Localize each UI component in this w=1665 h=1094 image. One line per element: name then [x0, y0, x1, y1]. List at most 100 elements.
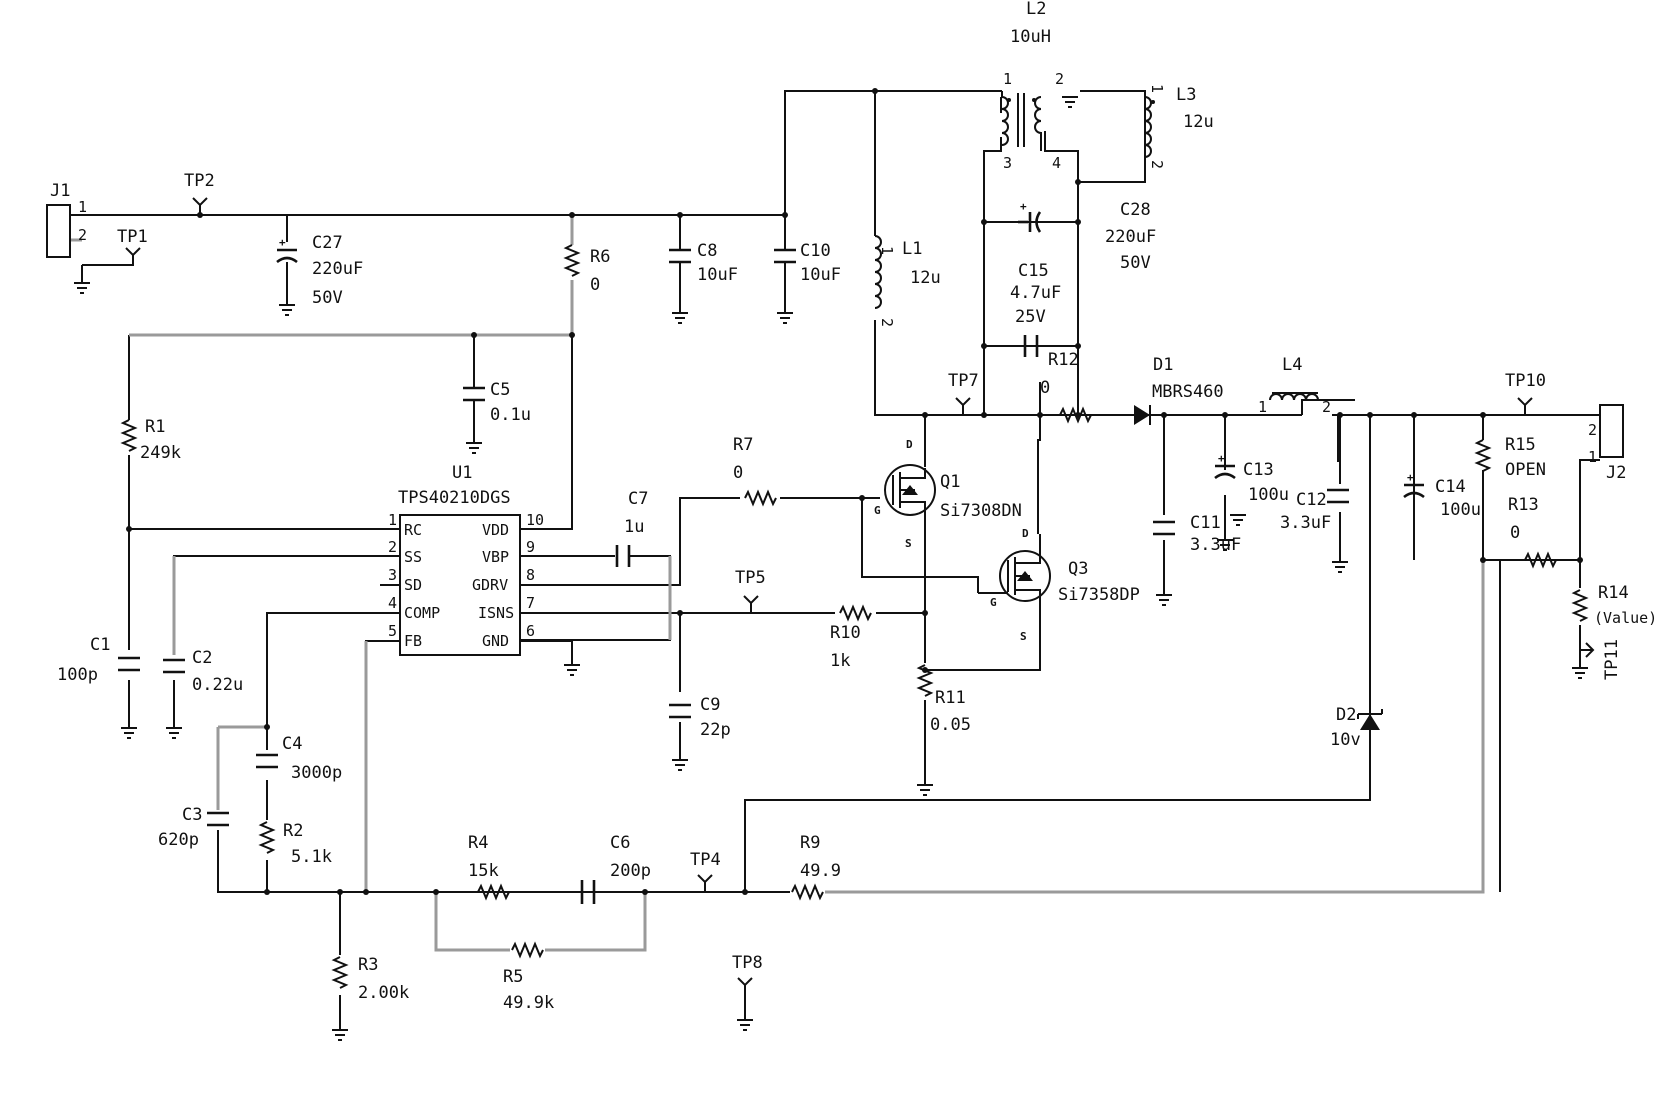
zener-diode-d2[interactable]: D2 10v [1330, 705, 1383, 750]
svg-text:R7: R7 [733, 435, 753, 455]
svg-text:GND: GND [482, 632, 509, 650]
svg-text:50V: 50V [312, 288, 343, 308]
svg-text:R11: R11 [935, 688, 966, 708]
svg-text:1k: 1k [830, 651, 850, 671]
svg-text:G: G [990, 596, 997, 609]
resistor-r7[interactable]: R7 0 [733, 435, 777, 507]
resistor-r12[interactable]: R12 0 [1040, 350, 1092, 424]
svg-text:RC: RC [404, 521, 422, 539]
resistor-r14[interactable]: R14 (Value) [1571, 583, 1657, 627]
svg-text:220uF: 220uF [312, 259, 363, 279]
ic-u1[interactable]: U1 TPS40210DGS 1 RC 2 SS 3 SD 4 COMP 5 F… [388, 463, 544, 656]
mosfet-q3[interactable]: D G S Q3 Si7358DP [978, 527, 1140, 643]
resistor-r10[interactable]: R10 1k [830, 604, 872, 671]
mosfet-q1[interactable]: D G S Q1 Si7308DN [874, 438, 1022, 555]
inductor-l4[interactable]: L4 1 2 [1258, 355, 1331, 416]
svg-text:GDRV: GDRV [472, 576, 508, 594]
svg-text:J1: J1 [50, 181, 70, 201]
svg-text:+: + [1218, 452, 1225, 465]
svg-text:R10: R10 [830, 623, 861, 643]
svg-text:12u: 12u [910, 268, 941, 288]
testpoint-tp11[interactable]: TP11 [1580, 639, 1622, 680]
testpoint-tp8[interactable]: TP8 [732, 953, 763, 1020]
resistor-r6[interactable]: R6 0 [563, 244, 610, 295]
capacitor-c9[interactable]: C9 22p [669, 695, 731, 740]
svg-text:SD: SD [404, 576, 422, 594]
svg-text:L2: L2 [1026, 0, 1046, 19]
svg-text:R9: R9 [800, 833, 820, 853]
svg-text:49.9k: 49.9k [503, 993, 554, 1013]
svg-text:FB: FB [404, 632, 422, 650]
testpoint-tp10[interactable]: TP10 [1505, 371, 1546, 415]
resistor-r5[interactable]: R5 49.9k [503, 941, 554, 1013]
svg-text:2: 2 [1055, 70, 1064, 88]
connector-j2[interactable]: J2 2 1 [1588, 404, 1626, 483]
testpoint-tp1[interactable]: TP1 [117, 227, 148, 257]
resistor-r2[interactable]: R2 5.1k [258, 821, 332, 867]
svg-text:R2: R2 [283, 821, 303, 841]
transformer-l2[interactable]: 1 2 3 4 L2 10uH [1001, 0, 1064, 172]
svg-text:C9: C9 [700, 695, 720, 715]
svg-text:2: 2 [78, 226, 87, 244]
svg-text:+: + [279, 236, 286, 249]
svg-text:249k: 249k [140, 443, 181, 463]
capacitor-c4[interactable]: C4 3000p [256, 734, 342, 783]
capacitor-c5[interactable]: C5 0.1u [463, 380, 531, 425]
svg-text:C27: C27 [312, 233, 343, 253]
resistor-r3[interactable]: R3 2.00k [331, 955, 409, 1003]
svg-text:10uF: 10uF [800, 265, 841, 285]
capacitor-c27[interactable]: + C27 220uF 50V [276, 233, 363, 308]
resistor-r13[interactable]: R13 0 [1508, 495, 1557, 569]
svg-text:Si7358DP: Si7358DP [1058, 585, 1140, 605]
testpoint-tp5[interactable]: TP5 [735, 568, 766, 613]
capacitor-c28[interactable]: + C28 220uF 50V [1018, 200, 1156, 273]
svg-text:4: 4 [388, 594, 397, 612]
svg-text:200p: 200p [610, 861, 651, 881]
inductor-l3[interactable]: 1 2 L3 12u [1144, 84, 1214, 169]
testpoint-tp7[interactable]: TP7 [948, 371, 979, 415]
testpoint-tp2[interactable]: TP2 [184, 171, 215, 215]
capacitor-c7[interactable]: C7 1u [615, 489, 648, 567]
resistor-r15[interactable]: R15 OPEN [1474, 435, 1546, 480]
svg-text:1: 1 [1258, 398, 1267, 416]
svg-text:10uH: 10uH [1010, 27, 1051, 47]
testpoint-tp4[interactable]: TP4 [690, 850, 721, 892]
capacitor-c11[interactable]: C11 3.3uF [1153, 513, 1241, 555]
svg-text:R5: R5 [503, 967, 523, 987]
diode-d1[interactable]: D1 MBRS460 [1134, 355, 1224, 425]
inductor-l1[interactable]: 1 2 L1 12u [874, 235, 941, 327]
capacitor-c8[interactable]: C8 10uF [669, 241, 738, 285]
resistor-r1[interactable]: R1 249k [120, 417, 181, 463]
capacitor-c13[interactable]: + C13 100u [1214, 452, 1289, 505]
svg-text:OPEN: OPEN [1505, 460, 1546, 480]
capacitor-c1[interactable]: C1 100p [57, 635, 140, 685]
connector-j1[interactable]: J1 1 2 [46, 181, 87, 258]
svg-text:TP8: TP8 [732, 953, 763, 973]
capacitor-c3[interactable]: C3 620p [158, 805, 229, 850]
capacitor-c15[interactable]: C15 4.7uF 25V [1010, 261, 1061, 357]
capacitor-c14[interactable]: + C14 100u [1403, 471, 1481, 520]
capacitor-c2[interactable]: C2 0.22u [163, 648, 243, 695]
capacitor-c6[interactable]: C6 200p [580, 833, 651, 904]
svg-text:0: 0 [1510, 523, 1520, 543]
resistor-r4[interactable]: R4 15k [468, 833, 510, 901]
svg-text:0: 0 [590, 275, 600, 295]
svg-text:2.00k: 2.00k [358, 983, 409, 1003]
resistor-r11[interactable]: R11 0.05 [916, 664, 971, 735]
svg-text:R6: R6 [590, 247, 610, 267]
svg-text:0: 0 [1040, 378, 1050, 398]
svg-text:2: 2 [1322, 398, 1331, 416]
svg-text:TP4: TP4 [690, 850, 721, 870]
svg-text:22p: 22p [700, 720, 731, 740]
capacitor-c12[interactable]: C12 3.3uF [1280, 488, 1349, 533]
svg-text:D: D [1022, 527, 1029, 540]
svg-text:C13: C13 [1243, 460, 1274, 480]
capacitor-c10[interactable]: C10 10uF [774, 241, 841, 285]
svg-text:7: 7 [526, 594, 535, 612]
resistor-r9[interactable]: R9 49.9 [791, 833, 841, 901]
svg-text:49.9: 49.9 [800, 861, 841, 881]
svg-text:1: 1 [388, 511, 397, 529]
svg-text:+: + [1407, 471, 1414, 484]
svg-text:50V: 50V [1120, 253, 1151, 273]
